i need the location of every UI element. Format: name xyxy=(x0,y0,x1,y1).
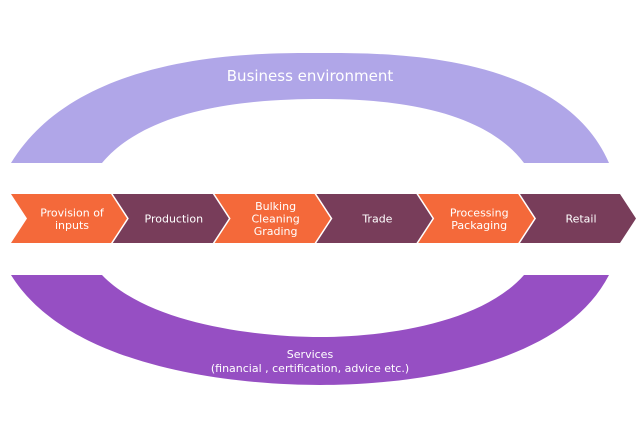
chevron-arrow xyxy=(214,194,331,243)
step-label: Retail xyxy=(565,213,596,226)
chain-step: Retail xyxy=(520,194,636,243)
chevron-arrow xyxy=(520,194,636,243)
services-details-label: (financial , certification, advice etc.) xyxy=(211,362,409,375)
chevron-arrow xyxy=(316,194,433,243)
step-label: inputs xyxy=(55,219,89,232)
step-label: Packaging xyxy=(451,219,507,232)
step-label: Provision of xyxy=(40,206,105,219)
chain-step: Trade xyxy=(316,194,433,243)
chevron-arrow xyxy=(11,194,127,243)
step-label: Grading xyxy=(254,225,298,238)
step-label: Production xyxy=(145,213,204,226)
chain-step: Production xyxy=(112,194,229,243)
chevron-arrow xyxy=(112,194,229,243)
step-label: Trade xyxy=(361,213,392,226)
services-label: Services xyxy=(287,348,334,361)
services-band xyxy=(11,275,609,385)
step-label: Bulking xyxy=(255,200,296,213)
step-label: Processing xyxy=(450,206,509,219)
business-environment-label: Business environment xyxy=(227,67,394,85)
business-environment-band xyxy=(11,52,609,163)
chevron-arrow xyxy=(418,194,535,243)
step-label: Cleaning xyxy=(251,213,299,226)
